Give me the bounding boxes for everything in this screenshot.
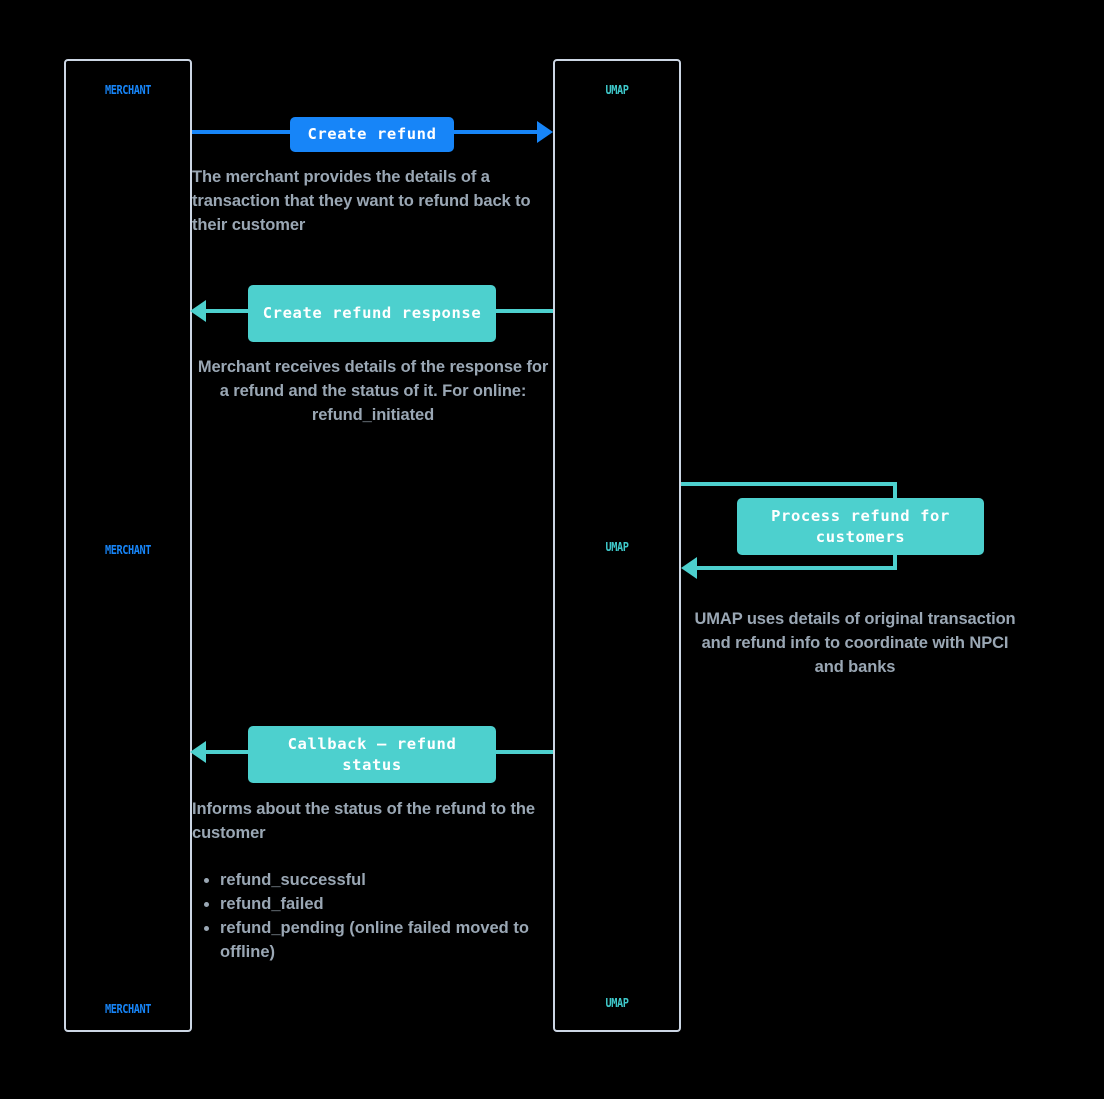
lifeline-label-merchant-middle: MERCHANT <box>104 542 152 557</box>
message-4-description: Informs about the status of the refund t… <box>192 800 535 843</box>
message-3-description: UMAP uses details of original transactio… <box>694 610 1016 677</box>
message-4-label[interactable]: Callback — refund status <box>248 726 496 783</box>
message-3-label[interactable]: Process refund for customers <box>737 498 984 555</box>
message-2-label[interactable]: Create refund response <box>248 285 496 342</box>
message-2-arrowhead-left <box>190 300 206 322</box>
message-3-arrowhead-left <box>681 557 697 579</box>
message-1-label[interactable]: Create refund <box>290 117 454 152</box>
message-1-description: The merchant provides the details of a t… <box>192 168 531 235</box>
lifeline-label-merchant-bottom: MERCHANT <box>104 1001 152 1016</box>
lifeline-label-umap-top: UMAP <box>605 82 629 97</box>
lifeline-merchant <box>64 59 192 1032</box>
lifeline-label-merchant-top: MERCHANT <box>104 82 152 97</box>
message-3-loop-bottom-line <box>697 566 897 570</box>
message-1-arrowhead-right <box>537 121 553 143</box>
lifeline-label-umap-middle: UMAP <box>605 539 629 554</box>
list-item: refund_pending (online failed moved to o… <box>204 916 560 964</box>
lifeline-label-umap-bottom: UMAP <box>605 995 629 1010</box>
message-3-loop-top-line <box>681 482 897 486</box>
lifeline-umap <box>553 59 681 1032</box>
refund-status-list: refund_successful refund_failed refund_p… <box>194 868 560 964</box>
message-4-arrowhead-left <box>190 741 206 763</box>
message-2-description: Merchant receives details of the respons… <box>197 358 549 425</box>
list-item: refund_failed <box>204 892 560 916</box>
list-item: refund_successful <box>204 868 560 892</box>
